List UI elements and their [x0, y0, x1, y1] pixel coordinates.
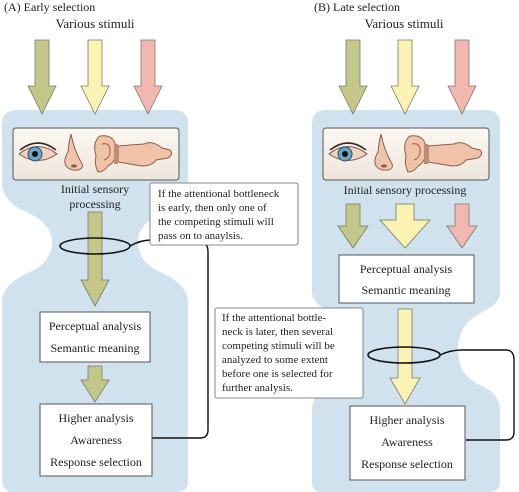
panel-b-semantic-label: Semantic meaning [362, 283, 451, 297]
panel-a-perceptual-label: Perceptual analysis [49, 319, 142, 333]
panel-a-sensory-images [12, 127, 180, 181]
hand-icon [424, 142, 483, 167]
panel-a-stimulus-arrow-yellow [80, 39, 110, 115]
panel-b-higher-box [349, 405, 466, 481]
hand-icon [114, 142, 173, 167]
panel-a-awareness-label: Awareness [70, 433, 122, 447]
nose-icon [374, 133, 393, 171]
panel-a-callout: If the attentional bottleneck is early, … [149, 182, 299, 246]
panel-b-response-label: Response selection [361, 457, 453, 471]
panel-b-higher-label: Higher analysis [370, 413, 445, 427]
panel-a-callout-line: the competing stimuli will [158, 216, 274, 228]
panel-a-arrow-to-higher [80, 365, 110, 403]
panel-a-stimuli-label: Various stimuli [55, 16, 134, 31]
panel-a-callout-line: pass on to anaylsis. [158, 230, 243, 242]
panel-b-stimulus-arrow-yellow [390, 39, 420, 115]
panel-a-stimulus-arrow-olive [27, 39, 57, 115]
panel-a-sensory-line2: processing [69, 197, 120, 211]
panel-a-higher-box [39, 403, 153, 477]
panel-b-callout-line: competing stimuli will be [222, 340, 335, 352]
panel-b-perceptual-box [338, 254, 475, 304]
panel-b-stimuli-label: Various stimuli [364, 16, 443, 31]
panel-b-stimulus-arrow-olive [338, 39, 368, 115]
panel-b-awareness-label: Awareness [381, 435, 433, 449]
nose-icon [64, 133, 83, 171]
panel-b-arrow-olive [337, 203, 369, 249]
panel-a-semantic-label: Semantic meaning [51, 341, 140, 355]
panel-a-selected-arrow [80, 211, 110, 307]
ear-icon [404, 135, 427, 173]
panel-b-perceptual-label: Perceptual analysis [360, 262, 453, 276]
panel-b-connector-line [439, 349, 515, 441]
panel-a-perceptual-box [39, 311, 151, 363]
panel-a-response-label: Response selection [50, 455, 142, 469]
panel-b-arrow-pink [446, 203, 478, 249]
panel-b-callout-line: neck is later, then several [222, 326, 333, 338]
panel-b-sensory-images [322, 127, 490, 181]
panel-a-callout-line: If the attentional bottleneck [158, 188, 280, 200]
panel-a-title: (A) Early selection [4, 0, 95, 14]
eye-icon [328, 142, 368, 162]
panel-a-higher-label: Higher analysis [59, 411, 134, 425]
panel-b-callout-line: If the attentional bottle- [222, 312, 326, 324]
panel-early-selection: (A) Early selection Various stimuli [2, 0, 299, 492]
panel-b-sensory-label: Initial sensory processing [344, 183, 467, 197]
panel-b-title: (B) Late selection [314, 0, 400, 14]
panel-a-sensory-line1: Initial sensory [61, 182, 129, 196]
panel-b-stimulus-arrow-pink [447, 39, 477, 115]
panel-a-callout-line: is early, then only one of [158, 202, 267, 214]
panel-b-callout-line: before one is selected for [222, 368, 333, 380]
panel-b-callout-line: further analysis. [222, 382, 293, 394]
panel-a-stimulus-arrow-pink [133, 39, 163, 115]
panel-late-selection: (B) Late selection Various stimuli [214, 0, 515, 492]
eye-icon [18, 142, 58, 162]
panel-b-arrow-yellow [379, 203, 431, 249]
panel-b-callout: If the attentional bottle- neck is later… [214, 307, 364, 399]
panel-b-callout-line: analyzed to some extent [222, 354, 328, 366]
panel-b-selected-arrow [389, 308, 421, 405]
